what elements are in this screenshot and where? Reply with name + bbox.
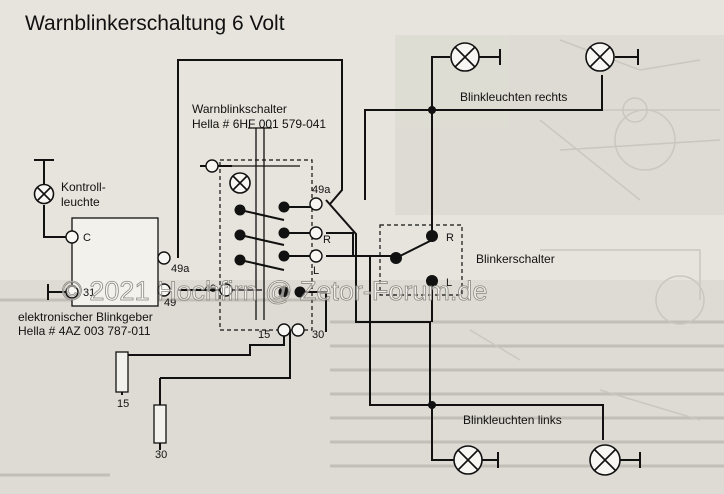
watermark: © 2021 Hochfirn @ Zetor-Forum.de bbox=[62, 276, 487, 306]
fuse-30-label: 30 bbox=[155, 449, 167, 461]
switch-terminal-r: R bbox=[323, 234, 331, 246]
wires bbox=[34, 56, 640, 461]
fuse-15-icon bbox=[115, 351, 129, 393]
flasher-unit-box bbox=[71, 217, 159, 307]
lamp-right-1-icon bbox=[450, 42, 501, 72]
lamp-left-2-icon bbox=[589, 444, 641, 476]
blinker-terminal-l: L bbox=[446, 277, 452, 289]
switch-lamp-icon bbox=[229, 172, 251, 194]
fuse-15-label: 15 bbox=[117, 398, 129, 410]
hazard-switch bbox=[219, 127, 318, 331]
switch-terminal-49: 49 bbox=[204, 283, 216, 295]
lamp-left-1-icon bbox=[453, 445, 499, 475]
switch-terminal-49a: 49a bbox=[312, 184, 331, 196]
flasher-terminal-c: C bbox=[83, 232, 91, 244]
blinker-terminal-r: R bbox=[446, 232, 454, 244]
flasher-terminal-49a: 49a bbox=[171, 263, 190, 275]
switch-label-line1: Warnblinkschalter bbox=[192, 102, 287, 116]
lamps-right-label: Blinkleuchten rechts bbox=[460, 90, 567, 104]
junctions bbox=[428, 106, 436, 409]
blinkerschalter-label: Blinkerschalter bbox=[476, 252, 555, 266]
terminals bbox=[65, 159, 323, 337]
flasher-terminal-49: 49 bbox=[164, 297, 176, 309]
fuse-30-icon bbox=[153, 404, 167, 444]
switch-terminal-15: 15 bbox=[258, 329, 270, 341]
switch-label-line2: Hella # 6HF 001 579-041 bbox=[192, 117, 326, 131]
flasher-terminal-31: 31 bbox=[83, 287, 95, 299]
kontroll-lamp-icon bbox=[33, 183, 55, 205]
lamp-right-2-icon bbox=[585, 42, 639, 72]
kontroll-label-line1: Kontroll- bbox=[61, 180, 106, 194]
blinker-switch bbox=[379, 224, 463, 296]
switch-terminal-30: 30 bbox=[312, 329, 324, 341]
flasher-label-line2: Hella # 4AZ 003 787-011 bbox=[18, 324, 151, 338]
kontroll-label-line2: leuchte bbox=[61, 195, 100, 209]
flasher-label-line1: elektronischer Blinkgeber bbox=[18, 310, 153, 324]
lamps-left-label: Blinkleuchten links bbox=[463, 413, 562, 427]
diagram-title: Warnblinkerschaltung 6 Volt bbox=[25, 12, 285, 35]
switch-terminal-l: L bbox=[313, 265, 319, 277]
